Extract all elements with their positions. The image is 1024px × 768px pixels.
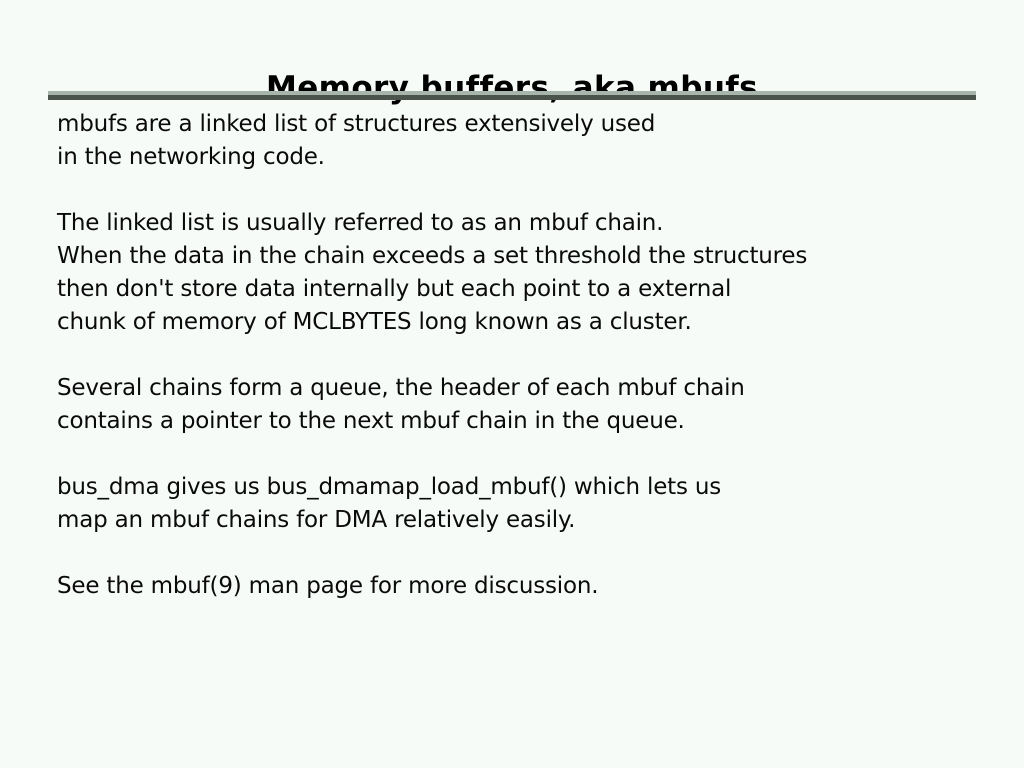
body-line: then don't store data internally but eac… bbox=[57, 276, 732, 302]
body-line: contains a pointer to the next mbuf chai… bbox=[57, 408, 685, 434]
divider-shadow-band bbox=[48, 95, 976, 100]
paragraph: The linked list is usually referred to a… bbox=[57, 207, 987, 339]
body-line: When the data in the chain exceeds a set… bbox=[57, 243, 808, 269]
body-line: See the mbuf(9) man page for more discus… bbox=[57, 573, 599, 599]
slide-body: mbufs are a linked list of structures ex… bbox=[57, 108, 987, 603]
title-divider bbox=[48, 91, 976, 100]
paragraph: See the mbuf(9) man page for more discus… bbox=[57, 570, 987, 603]
body-line: in the networking code. bbox=[57, 144, 325, 170]
body-line: The linked list is usually referred to a… bbox=[57, 210, 664, 236]
paragraph: Several chains form a queue, the header … bbox=[57, 372, 987, 438]
body-line: map an mbuf chains for DMA relatively ea… bbox=[57, 507, 576, 533]
body-line: mbufs are a linked list of structures ex… bbox=[57, 111, 656, 137]
paragraph: mbufs are a linked list of structures ex… bbox=[57, 108, 987, 174]
body-line: bus_dma gives us bus_dmamap_load_mbuf() … bbox=[57, 474, 722, 500]
body-line: chunk of memory of MCLBYTES long known a… bbox=[57, 309, 692, 335]
paragraph: bus_dma gives us bus_dmamap_load_mbuf() … bbox=[57, 471, 987, 537]
divider-highlight-band bbox=[48, 91, 976, 95]
page-title: Memory buffers, aka mbufs bbox=[265, 69, 759, 106]
body-line: Several chains form a queue, the header … bbox=[57, 375, 745, 401]
